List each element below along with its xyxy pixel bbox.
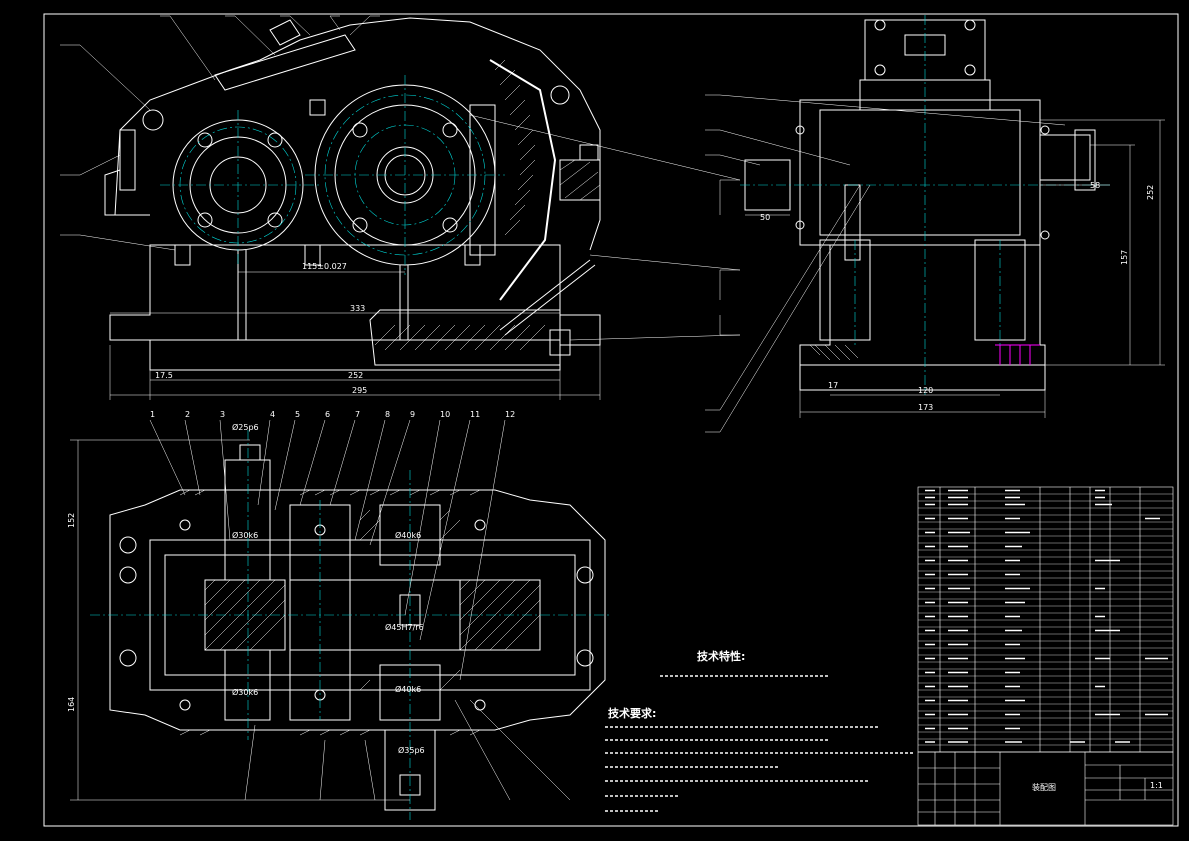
- part-number-10: 10: [440, 410, 450, 419]
- dim-input-shaft: Ø25p6: [232, 422, 259, 432]
- front-view-leaders: [60, 15, 741, 341]
- front-view-dimlines: [109, 271, 601, 400]
- part-number-6: 6: [325, 410, 330, 419]
- dim-bearing-top-left: Ø30k6: [232, 530, 258, 540]
- title-scale: 1:1: [1150, 781, 1163, 790]
- tech-notes-text-lines: [605, 675, 915, 812]
- side-view-dimlines: [705, 94, 1165, 433]
- part-number-4: 4: [270, 410, 275, 419]
- side-view-accent: [995, 344, 1040, 365]
- tech-characteristics-heading: 技术特性:: [697, 649, 745, 663]
- bom-text-marks: [925, 489, 1168, 743]
- dim-center-distance: 115±0.027: [302, 262, 347, 271]
- dim-height-center: 157: [1120, 250, 1129, 265]
- dim-offset: 17.5: [155, 371, 173, 380]
- side-view: [744, 19, 1096, 391]
- part-number-1: 1: [150, 410, 155, 419]
- dim-bearing-bottom-right: Ø40k6: [395, 684, 421, 694]
- dim-foot: 17: [828, 381, 838, 390]
- dim-bearing-top-right: Ø40k6: [395, 530, 421, 540]
- dim-height-total: 252: [1146, 185, 1155, 200]
- dim-base-inner: 120: [918, 386, 933, 395]
- side-view-hatching: [809, 344, 859, 361]
- dim-bearing-bottom-left: Ø30k6: [232, 687, 258, 697]
- front-view-hatching: [374, 59, 601, 351]
- dim-gear-fit: Ø45H7/r6: [385, 622, 424, 632]
- dim-width-top: 152: [67, 513, 76, 528]
- dim-output-shaft: Ø35p6: [398, 745, 425, 755]
- plan-view-dimlines: [70, 419, 571, 801]
- dim-inner-length: 333: [350, 304, 365, 313]
- dim-flange: 50: [760, 213, 770, 222]
- part-number-12: 12: [505, 410, 515, 419]
- part-number-2: 2: [185, 410, 190, 419]
- front-view-centerlines: [160, 75, 505, 275]
- part-number-9: 9: [410, 410, 415, 419]
- dim-width-bottom: 164: [67, 697, 76, 712]
- part-number-8: 8: [385, 410, 390, 419]
- plan-view-centerlines: [90, 430, 610, 820]
- dim-base-length: 252: [348, 371, 363, 380]
- part-number-3: 3: [220, 410, 225, 419]
- part-number-7: 7: [355, 410, 360, 419]
- plan-part-numbers: 1 2 3 4 5 6 7 8 9 10 11 12: [150, 410, 515, 419]
- title-drawing-name: 装配图: [1032, 782, 1056, 792]
- plan-view: [109, 444, 606, 811]
- dim-overall-length: 295: [352, 386, 367, 395]
- dim-base-overall: 173: [918, 403, 933, 412]
- drawing-border: [43, 13, 1179, 827]
- dim-shaft-ext: 58: [1090, 181, 1100, 190]
- bom-rows: [918, 493, 1173, 746]
- part-number-5: 5: [295, 410, 300, 419]
- part-number-11: 11: [470, 410, 480, 419]
- title-block: [917, 751, 1174, 826]
- tech-requirements-heading: 技术要求:: [608, 706, 656, 720]
